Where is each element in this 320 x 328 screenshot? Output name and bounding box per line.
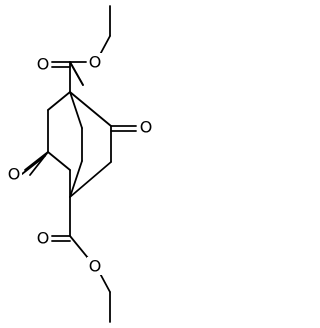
- bond-bridge-upper: [69, 91, 83, 129]
- atom-bg-o-left-ketone: [6, 165, 22, 183]
- atom-bg-o-top-carbonyl: [35, 55, 51, 73]
- atom-label-o-top-carbonyl: O: [37, 55, 50, 74]
- atom-label-o-bottom-ether: O: [89, 257, 102, 276]
- bond-top-ester-c-o-ether: [69, 61, 84, 86]
- bond-left-ketone-a: [24, 151, 49, 171]
- bond-left-ketone-b: [21, 155, 46, 175]
- atom-bg-o-bottom-carbonyl: [35, 229, 51, 247]
- structure-canvas: O O O O O O: [0, 0, 155, 328]
- atom-bg-o-right-ketone: [138, 118, 154, 136]
- bond-bottom-ester-o-ether: [69, 235, 89, 259]
- bond-top-bridgehead-right-arm: [69, 91, 112, 127]
- atom-bg-o-bottom-ether: [87, 257, 103, 275]
- atom-label-o-left-ketone: O: [8, 165, 21, 184]
- atom-label-o-bottom-carbonyl: O: [37, 229, 50, 248]
- atom-label-o-right-ketone: O: [140, 118, 153, 137]
- molecule-structure-diagram: O O O O O O: [6, 5, 154, 323]
- atom-bg-o-top-ether: [87, 53, 103, 71]
- bond-right-arm-lower: [69, 161, 112, 198]
- bond-left-arm-lower: [47, 151, 71, 171]
- bond-top-bridgehead-left-arm: [47, 91, 71, 111]
- bond-bridge-lower: [69, 160, 83, 198]
- atom-label-o-top-ether: O: [89, 53, 102, 72]
